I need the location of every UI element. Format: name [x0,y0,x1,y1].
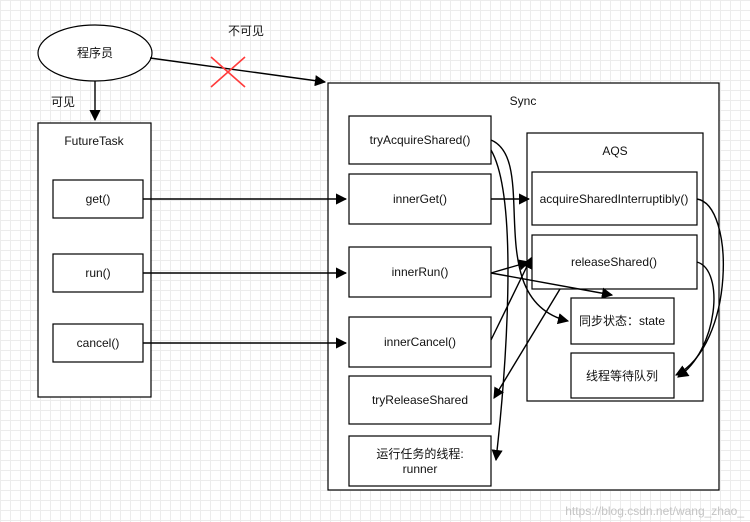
edge-programmer-sync [149,57,327,87]
inner-get-node [348,173,492,225]
try-release-shared-node [348,375,492,425]
watermark: https://blog.csdn.net/wang_zhao_ [565,504,744,518]
inner-run-label: innerRun() [392,265,449,279]
get-node [52,179,144,219]
run-node [52,253,144,293]
release-shared-label: releaseShared() [571,255,657,269]
edge-release-waitqueue [677,261,715,378]
invisible-label: 不可见 [228,24,264,38]
edge-innerget-runner [490,149,509,462]
acquire-shared-interruptibly-label: acquireSharedInterruptibly() [540,192,689,206]
edge-innercancel-release [490,256,532,341]
run-label: run() [85,266,110,280]
futuretask-title: FutureTask [64,134,124,148]
inner-run-node [348,246,492,298]
inner-cancel-node [348,316,492,368]
cancel-label: cancel() [77,336,120,350]
runner-label-line1: 运行任务的线程: [376,446,463,461]
cancel-node [52,323,144,363]
try-acquire-shared-label: tryAcquireShared() [370,133,471,147]
sync-state-node [570,297,675,345]
blocked-cross-icon [210,56,246,88]
try-release-shared-label: tryReleaseShared [372,393,468,407]
edge-innerrun-state [490,272,614,299]
sync-title: Sync [510,94,537,108]
runner-label-line2: runner [403,462,438,476]
aqs-title: AQS [602,144,627,158]
runner-node [348,435,492,487]
release-shared-node [531,234,698,290]
programmer-label: 程序员 [77,45,113,60]
inner-cancel-label: innerCancel() [384,335,456,349]
inner-get-label: innerGet() [393,192,447,206]
acquire-shared-interruptibly-node [531,171,698,226]
edge-tryacquire-state [490,139,570,325]
get-label: get() [86,192,111,206]
edge-release-tryrelease [493,288,561,399]
sync-state-label: 同步状态：state [579,314,665,328]
wait-queue-node [570,352,675,399]
visible-label: 可见 [51,95,75,109]
wait-queue-label: 线程等待队列 [586,368,658,383]
